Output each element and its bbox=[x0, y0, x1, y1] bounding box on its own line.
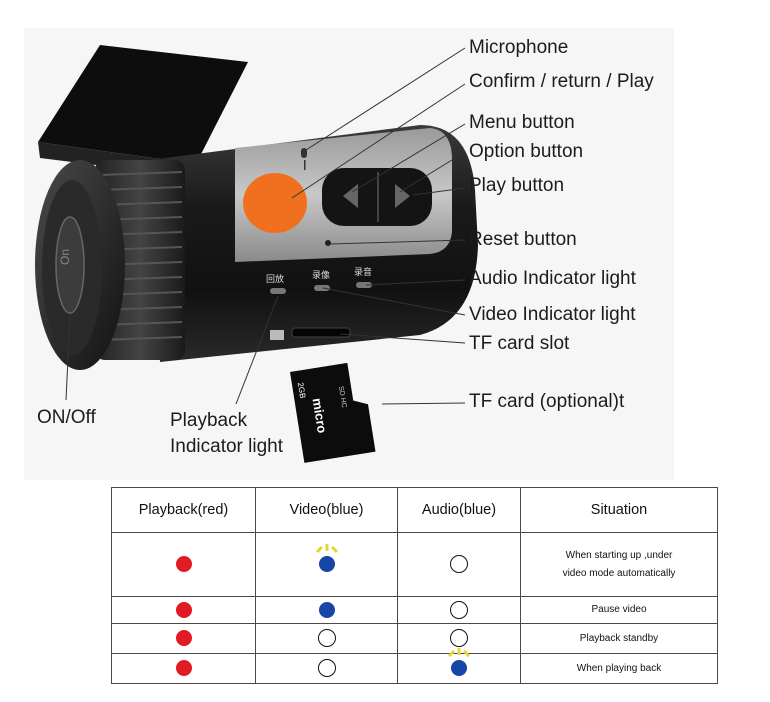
callout-tf-slot: TF card slot bbox=[469, 333, 570, 354]
power-button: On bbox=[55, 216, 85, 314]
video-indicator bbox=[318, 601, 335, 619]
cell-audio bbox=[397, 532, 521, 597]
video-indicator bbox=[317, 659, 336, 678]
red-light-icon bbox=[175, 660, 192, 677]
video-indicator bbox=[315, 543, 338, 574]
cell-video bbox=[255, 653, 398, 684]
blue-light-icon bbox=[318, 601, 335, 618]
situation-text: Playback standby bbox=[579, 632, 659, 644]
red-light-icon bbox=[175, 630, 192, 647]
light-off-icon bbox=[450, 555, 468, 574]
blink-rays-icon bbox=[315, 543, 338, 553]
table-row: Pause video bbox=[111, 596, 718, 624]
situation-text-line2: video mode automatically bbox=[562, 567, 676, 579]
red-light-icon bbox=[175, 556, 192, 573]
playback-indicator bbox=[175, 556, 192, 574]
situation-text: When starting up ,under bbox=[565, 549, 673, 561]
menu-option-buttons bbox=[322, 168, 432, 226]
cell-video bbox=[255, 532, 398, 597]
situation-text: Pause video bbox=[591, 604, 647, 615]
video-led bbox=[314, 285, 330, 291]
callout-confirm: Confirm / return / Play bbox=[469, 71, 654, 92]
cell-playback bbox=[111, 623, 256, 654]
table-row: When starting up ,under video mode automa… bbox=[111, 532, 718, 597]
tf-card: micro 2GB SD HC bbox=[290, 362, 376, 463]
playback-indicator bbox=[175, 630, 192, 648]
light-off-icon bbox=[317, 629, 336, 648]
table-body: When starting up ,under video mode automa… bbox=[111, 532, 718, 684]
cell-playback bbox=[111, 596, 256, 624]
callout-microphone: Microphone bbox=[469, 37, 569, 58]
playback-indicator bbox=[175, 601, 192, 619]
light-off-icon bbox=[450, 629, 468, 648]
callout-reset: Reset button bbox=[469, 229, 577, 250]
callout-audio-light: Audio Indicator light bbox=[469, 268, 636, 289]
cell-playback bbox=[111, 532, 256, 597]
blue-light-icon bbox=[451, 660, 467, 677]
playback-label-cn: 回放 bbox=[266, 273, 284, 284]
microphone-icon bbox=[301, 148, 307, 170]
dashcam-illustration: On 回放 录像 录音 bbox=[35, 45, 478, 463]
product-diagram: On 回放 录像 录音 bbox=[35, 37, 654, 463]
callout-menu: Menu button bbox=[469, 112, 575, 133]
header-situation: Situation bbox=[520, 487, 718, 533]
video-indicator bbox=[317, 629, 336, 648]
tf-slot bbox=[291, 327, 351, 338]
side-sticker bbox=[270, 330, 284, 340]
callout-on-off: ON/Off bbox=[37, 407, 96, 428]
audio-label-cn: 录音 bbox=[354, 266, 372, 277]
svg-text:On: On bbox=[58, 249, 72, 265]
light-off-icon bbox=[317, 659, 336, 678]
cell-audio bbox=[397, 647, 521, 684]
callout-tf-card: TF card (optional)t bbox=[469, 391, 625, 412]
cell-video bbox=[255, 623, 398, 654]
header-video: Video(blue) bbox=[255, 487, 398, 533]
audio-indicator bbox=[450, 629, 468, 648]
audio-indicator bbox=[450, 555, 468, 574]
audio-indicator bbox=[450, 600, 468, 619]
playback-indicator bbox=[175, 660, 192, 678]
callout-video-light: Video Indicator light bbox=[469, 304, 636, 325]
table-header-row: Playback(red) Video(blue) Audio(blue) Si… bbox=[111, 487, 718, 533]
light-off-icon bbox=[450, 600, 468, 619]
cell-video bbox=[255, 596, 398, 624]
callout-play: Play button bbox=[469, 175, 565, 196]
audio-led bbox=[356, 282, 372, 288]
reset-hole bbox=[325, 240, 331, 246]
blue-light-icon bbox=[318, 556, 335, 573]
blink-rays-icon bbox=[447, 647, 471, 657]
cell-situation: Pause video bbox=[520, 596, 718, 624]
cell-situation: Playback standby bbox=[520, 623, 718, 654]
table-row: When playing back bbox=[111, 647, 718, 684]
confirm-button bbox=[243, 173, 307, 233]
indicator-labels: 回放 录像 录音 bbox=[266, 266, 372, 284]
callout-playback-light: Playback Indicator light bbox=[170, 410, 284, 457]
playback-led bbox=[270, 288, 286, 294]
leader-lines bbox=[65, 47, 466, 405]
card-size: 2GB bbox=[296, 382, 307, 399]
red-light-icon bbox=[175, 601, 192, 618]
audio-indicator bbox=[447, 647, 471, 678]
cell-audio bbox=[397, 596, 521, 624]
cell-situation: When playing back bbox=[520, 653, 718, 684]
table-row: Playback standby bbox=[111, 623, 718, 654]
situation-text: When playing back bbox=[576, 662, 662, 674]
card-class: SD HC bbox=[337, 386, 347, 409]
header-playback: Playback(red) bbox=[111, 487, 256, 533]
indicator-status-table: Playback(red) Video(blue) Audio(blue) Si… bbox=[111, 487, 718, 684]
header-audio: Audio(blue) bbox=[397, 487, 521, 533]
cell-situation: When starting up ,under video mode automa… bbox=[520, 532, 718, 597]
cell-playback bbox=[111, 653, 256, 684]
video-label-cn: 录像 bbox=[312, 269, 330, 280]
card-brand: micro bbox=[310, 397, 330, 434]
callout-option: Option button bbox=[469, 141, 584, 162]
